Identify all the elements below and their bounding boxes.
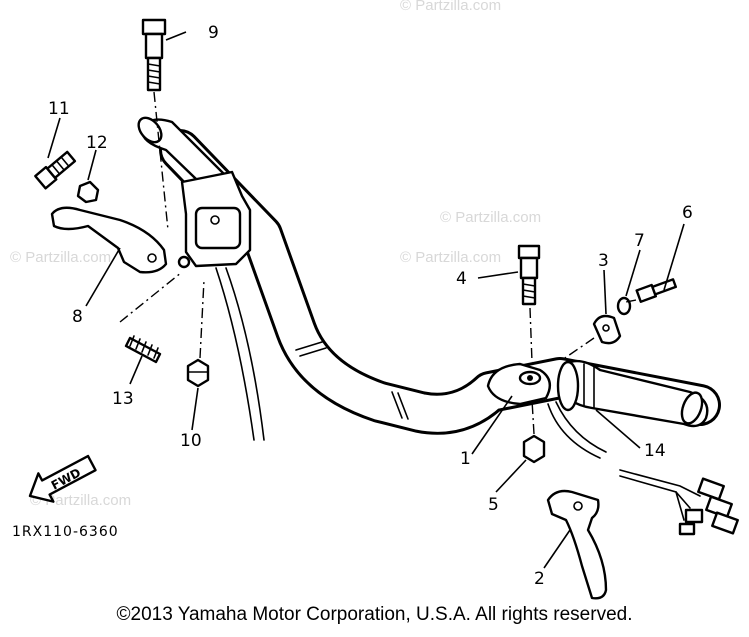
- leader-10: [191, 387, 199, 431]
- dash-5: [531, 399, 535, 435]
- callout-12: 12: [86, 133, 108, 153]
- callout-10: 10: [180, 431, 202, 451]
- left-cable-a: [215, 267, 255, 441]
- callout-9: 9: [208, 23, 219, 43]
- dash-3: [561, 337, 595, 361]
- callout-14: 14: [644, 441, 666, 461]
- callout-3: 3: [598, 251, 609, 271]
- copyright-notice: ©2013 Yamaha Motor Corporation, U.S.A. A…: [116, 604, 633, 625]
- left-cable-b: [225, 267, 265, 441]
- leader-5: [495, 459, 527, 493]
- clamp-3: [592, 314, 622, 345]
- lever-8-pivot: [147, 253, 157, 263]
- lever-2-pivot: [573, 501, 583, 511]
- diagram-code: 1RX110-6360: [12, 524, 119, 540]
- leader-4: [477, 271, 519, 279]
- leader-12: [87, 149, 97, 181]
- washer-7: [616, 296, 632, 316]
- watermark-2: © Partzilla.com: [400, 249, 501, 266]
- dash-13: [119, 271, 183, 323]
- nut-10: [186, 358, 210, 388]
- leader-7: [625, 249, 641, 297]
- callout-4: 4: [456, 269, 467, 289]
- watermark-4: © Partzilla.com: [30, 492, 131, 509]
- knurl-band-center-2: [397, 392, 409, 420]
- nut-5: [522, 434, 546, 464]
- handlebar-exploded-view: © Partzilla.com © Partzilla.com © Partzi…: [10, 0, 739, 600]
- pivot-boss: [177, 255, 191, 269]
- callout-13: 13: [112, 389, 134, 409]
- spring-13: [124, 335, 162, 364]
- callout-5: 5: [488, 495, 499, 515]
- callout-6: 6: [682, 203, 693, 223]
- knurl-band-left-2: [299, 347, 327, 357]
- bolt-4: [517, 244, 541, 306]
- leader-14: [595, 409, 641, 449]
- leader-8: [85, 247, 121, 307]
- callout-7: 7: [634, 231, 645, 251]
- nut-12: [76, 180, 100, 204]
- leader-11: [47, 117, 61, 159]
- callout-11: 11: [48, 99, 70, 119]
- callout-8: 8: [72, 307, 83, 327]
- right-grip: [556, 359, 709, 428]
- watermark-3: © Partzilla.com: [440, 209, 541, 226]
- dash-9: [153, 91, 169, 231]
- knurl-band-center: [391, 391, 403, 419]
- leader-13: [129, 355, 143, 385]
- clamp-bolt-hole: [210, 215, 220, 225]
- leader-9: [165, 31, 187, 41]
- right-cable-a: [547, 403, 601, 459]
- left-lever-clamp: [194, 206, 242, 250]
- watermark-1: © Partzilla.com: [10, 249, 111, 266]
- dash-4: [529, 307, 533, 363]
- bolt-11: [34, 150, 77, 190]
- right-cable-b: [555, 401, 607, 453]
- handlebar-tube: [162, 132, 718, 432]
- leader-6: [663, 223, 685, 291]
- screw-6: [635, 278, 678, 303]
- knurl-band-left: [295, 341, 323, 351]
- lever-8: [50, 206, 168, 274]
- watermark-5: © Partzilla.com: [400, 0, 501, 14]
- callout-2: 2: [534, 569, 545, 589]
- dash-6: [625, 299, 637, 303]
- dash-10: [199, 279, 205, 359]
- holder-1: [486, 362, 552, 406]
- wiring-harness: [619, 469, 739, 536]
- bolt-9: [141, 18, 167, 92]
- leader-1: [471, 395, 513, 455]
- leader-2: [543, 529, 571, 569]
- callout-1: 1: [460, 449, 471, 469]
- leader-3: [603, 269, 607, 315]
- lever-2: [546, 489, 608, 600]
